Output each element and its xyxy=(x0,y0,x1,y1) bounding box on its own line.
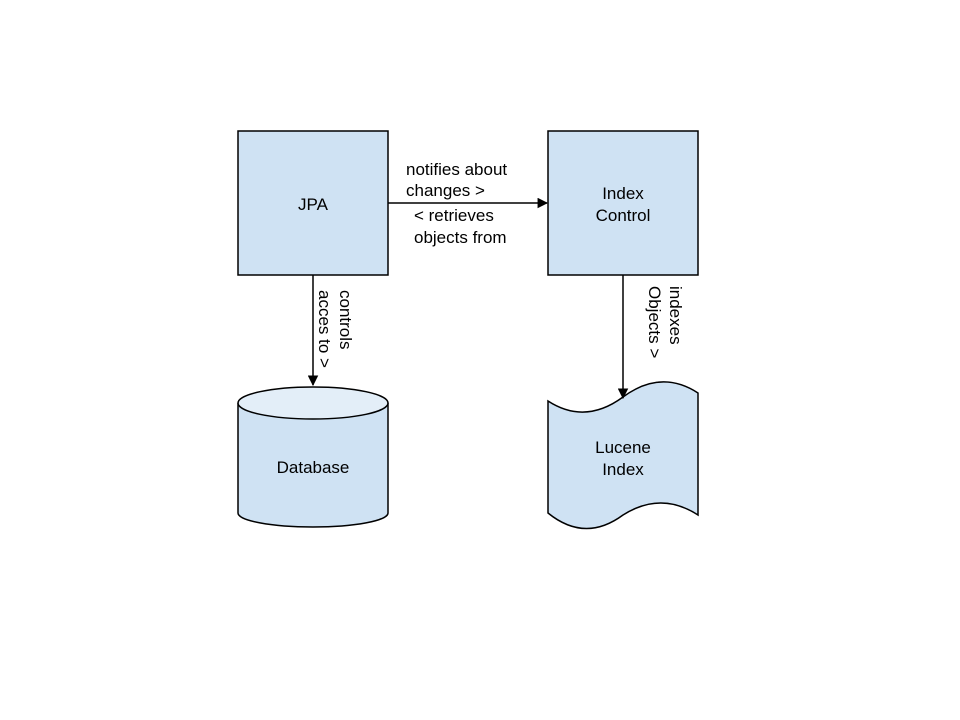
edge-controls-label-line1: controls xyxy=(336,290,355,350)
jpa-box xyxy=(237,130,389,276)
lucene-index-label-line2: Index xyxy=(602,460,644,479)
edge-notifies-label-line1: notifies about xyxy=(406,160,507,179)
edge-controls-label-line2: acces to > xyxy=(315,290,334,368)
index-control-box xyxy=(547,130,699,276)
database-label: Database xyxy=(277,458,350,477)
database-cylinder-top xyxy=(237,386,389,420)
edge-index-control-to-lucene[interactable]: indexes Objects > xyxy=(617,275,685,400)
edge-indexes-label-line2: Objects > xyxy=(645,286,664,358)
node-database[interactable]: Database xyxy=(237,386,389,528)
lucene-index-label-line1: Lucene xyxy=(595,438,651,457)
node-lucene-index[interactable]: Lucene Index xyxy=(547,381,699,530)
edge-jpa-to-database[interactable]: controls acces to > xyxy=(307,275,355,387)
node-jpa[interactable]: JPA xyxy=(237,130,389,276)
edge-jpa-to-index-control[interactable]: notifies about changes > < retrieves obj… xyxy=(388,160,549,247)
database-cylinder-body xyxy=(237,403,389,528)
edge-notifies-label-line2: changes > xyxy=(406,181,485,200)
index-control-label-line1: Index xyxy=(602,184,644,203)
edge-indexes-label-line1: indexes xyxy=(666,286,685,345)
lucene-index-shape xyxy=(547,381,699,530)
index-control-label-line2: Control xyxy=(596,206,651,225)
jpa-label: JPA xyxy=(298,195,329,214)
edge-retrieves-label-line2: objects from xyxy=(414,228,507,247)
node-index-control[interactable]: Index Control xyxy=(547,130,699,276)
edge-retrieves-label-line1: < retrieves xyxy=(414,206,494,225)
